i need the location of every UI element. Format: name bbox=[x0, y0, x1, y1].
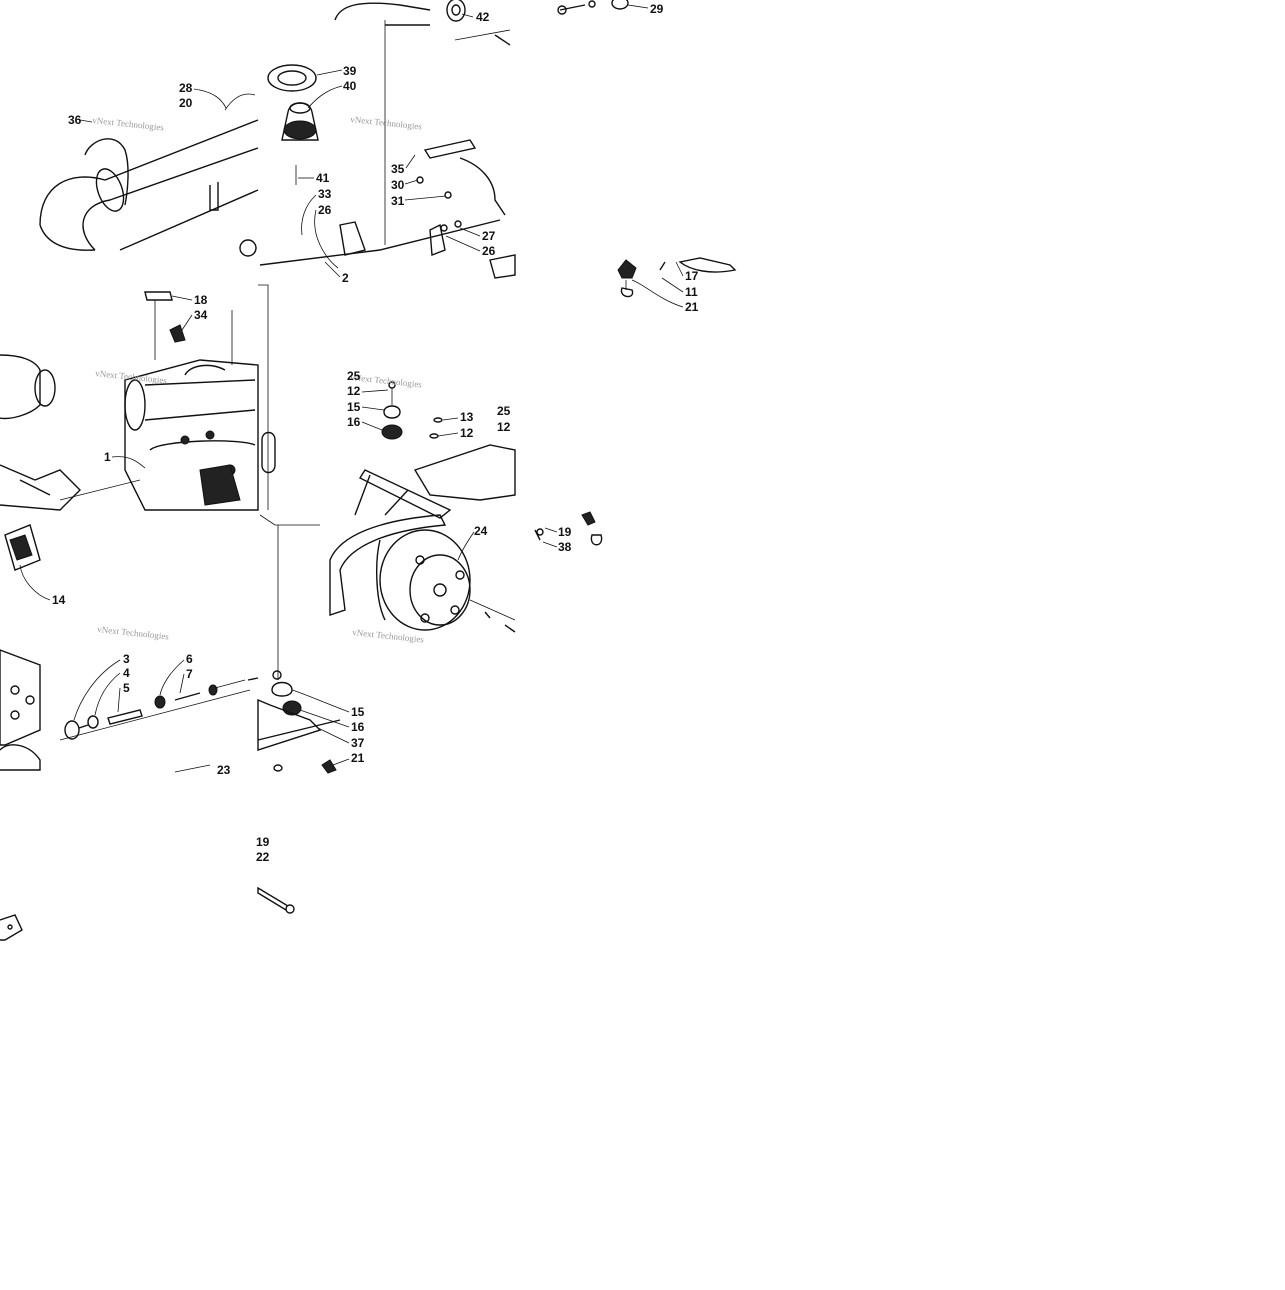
callout-12: 12 bbox=[460, 426, 474, 440]
engine-assembly bbox=[0, 284, 276, 511]
callout-29: 29 bbox=[650, 2, 664, 16]
callout-21: 21 bbox=[685, 300, 699, 314]
callout-15: 15 bbox=[351, 705, 365, 719]
callout-14: 14 bbox=[52, 593, 66, 607]
callout-24: 24 bbox=[474, 524, 488, 538]
callout-12: 12 bbox=[497, 420, 511, 434]
mount-hardware bbox=[617, 257, 737, 298]
lower-mount bbox=[257, 525, 341, 774]
callout-18: 18 bbox=[194, 293, 208, 307]
callout-36: 36 bbox=[68, 113, 82, 127]
engine-mount-plate bbox=[354, 381, 516, 519]
callout-19: 19 bbox=[256, 835, 270, 849]
callout-2: 2 bbox=[342, 271, 349, 285]
callout-19: 19 bbox=[558, 525, 572, 539]
callout-34: 34 bbox=[194, 308, 208, 322]
watermark-1: vNext Technologies bbox=[92, 115, 165, 133]
callout-12: 12 bbox=[347, 384, 361, 398]
callout-28: 28 bbox=[179, 81, 193, 95]
callout-21: 21 bbox=[351, 751, 365, 765]
callout-labels: 42 29 39 40 28 20 36 35 30 31 41 33 26 2… bbox=[52, 2, 699, 864]
callout-5: 5 bbox=[123, 681, 130, 695]
callout-7: 7 bbox=[186, 667, 193, 681]
callout-3: 3 bbox=[123, 652, 130, 666]
callout-31: 31 bbox=[391, 194, 405, 208]
watermark-4: vNext Technologies bbox=[350, 372, 423, 390]
callout-17: 17 bbox=[685, 269, 699, 283]
callout-25: 25 bbox=[497, 404, 511, 418]
callout-11: 11 bbox=[685, 285, 698, 299]
callout-23: 23 bbox=[217, 763, 231, 777]
callout-27: 27 bbox=[482, 229, 496, 243]
watermark-3: vNext Technologies bbox=[95, 368, 168, 386]
watermark-2: vNext Technologies bbox=[350, 114, 423, 132]
clutch-pulley bbox=[259, 511, 603, 633]
callout-20: 20 bbox=[179, 96, 193, 110]
callout-35: 35 bbox=[391, 162, 405, 176]
pin-part bbox=[0, 886, 295, 941]
callout-15: 15 bbox=[347, 400, 361, 414]
watermark-6: vNext Technologies bbox=[352, 627, 425, 645]
callout-1: 1 bbox=[104, 450, 111, 464]
callout-30: 30 bbox=[391, 178, 405, 192]
callout-25: 25 bbox=[347, 369, 361, 383]
callout-22: 22 bbox=[256, 850, 270, 864]
exhaust-assembly bbox=[39, 0, 629, 279]
callout-38: 38 bbox=[558, 540, 572, 554]
callout-13: 13 bbox=[460, 410, 474, 424]
callout-39: 39 bbox=[343, 64, 357, 78]
callout-40: 40 bbox=[343, 79, 357, 93]
callout-6: 6 bbox=[186, 652, 193, 666]
callout-16: 16 bbox=[351, 720, 365, 734]
callout-16: 16 bbox=[347, 415, 361, 429]
watermark-5: vNext Technologies bbox=[97, 624, 170, 642]
callout-26: 26 bbox=[482, 244, 496, 258]
callout-26: 26 bbox=[318, 203, 332, 217]
callout-42: 42 bbox=[476, 10, 490, 24]
callout-4: 4 bbox=[123, 666, 130, 680]
leader-lines bbox=[19, 4, 684, 766]
callout-33: 33 bbox=[318, 187, 332, 201]
callout-41: 41 bbox=[316, 171, 330, 185]
carburetor-bolts bbox=[0, 524, 259, 773]
callout-37: 37 bbox=[351, 736, 365, 750]
